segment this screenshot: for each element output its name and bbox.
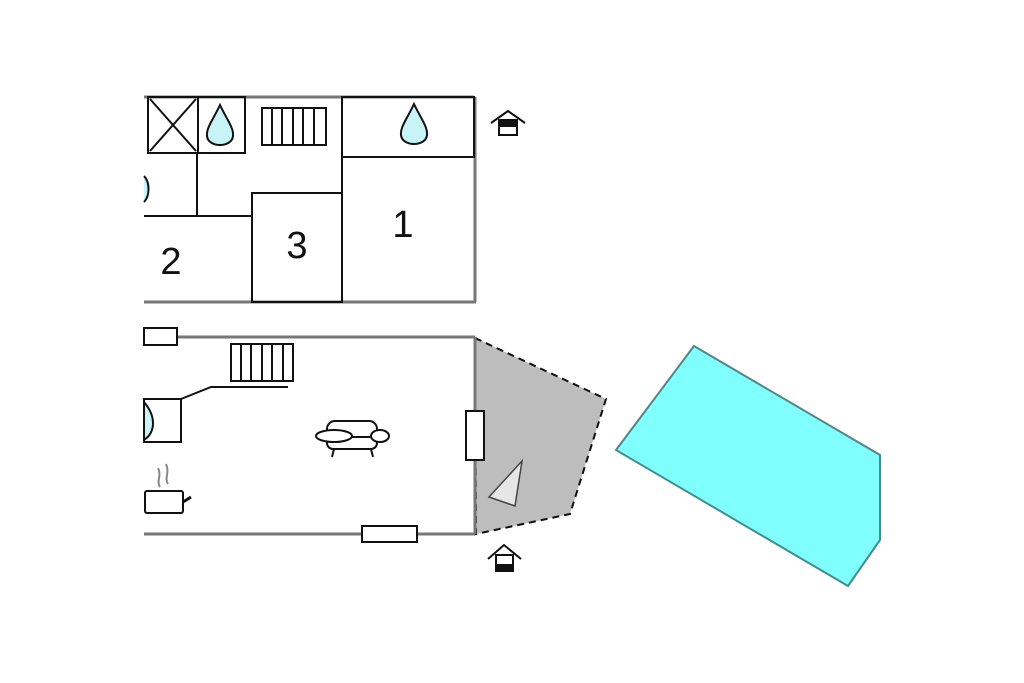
room-label-2: 2	[160, 241, 181, 283]
sofa-icon	[315, 420, 390, 458]
parasol-icon	[487, 458, 524, 508]
swimming-pool	[614, 344, 881, 588]
kitchen-pot-icon	[144, 463, 192, 514]
entrance-icon	[487, 543, 522, 572]
entrance-icon	[490, 109, 526, 136]
window-icon	[361, 525, 418, 543]
bathroom	[341, 96, 475, 158]
water-drop-icon	[399, 101, 429, 145]
water-drop-icon	[143, 175, 150, 203]
room-label-1: 1	[392, 204, 413, 246]
terrace	[473, 336, 608, 536]
room-label-3: 3	[286, 225, 307, 267]
window-icon	[465, 410, 485, 461]
water-drop-icon	[205, 102, 235, 146]
window-icon	[143, 327, 178, 346]
stair-rail	[180, 386, 288, 400]
ground-floor	[143, 327, 485, 543]
cross-line	[149, 98, 197, 152]
room-3	[251, 192, 343, 303]
shower-box	[197, 96, 246, 154]
water-drop-icon	[143, 399, 154, 442]
upper-floor	[143, 95, 477, 304]
